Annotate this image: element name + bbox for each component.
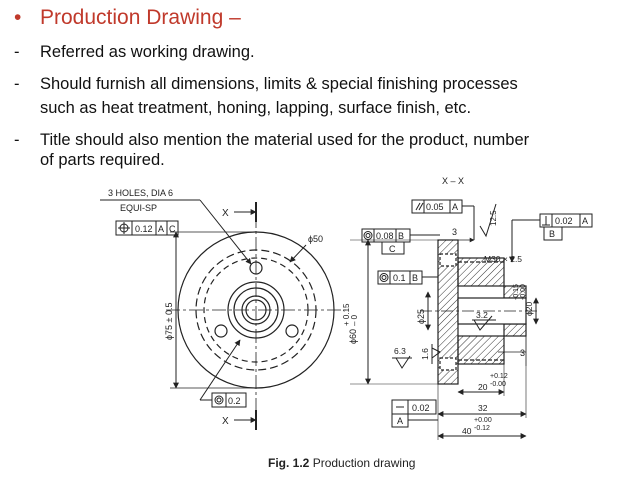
bullet-1-text: Referred as working drawing. bbox=[40, 43, 255, 61]
bullet-2-cont: such as heat treatment, honing, lapping,… bbox=[14, 96, 471, 120]
slide-title: • Production Drawing – bbox=[14, 6, 241, 30]
front-view bbox=[166, 214, 346, 420]
bullet-dash: - bbox=[14, 75, 20, 93]
dia60-label: ϕ60 bbox=[348, 329, 358, 344]
perp-tol: 0.02 bbox=[555, 216, 573, 226]
dia20-label: ϕ20 bbox=[524, 302, 534, 316]
position-fcf bbox=[115, 220, 179, 236]
par-tol: 0.05 bbox=[426, 202, 444, 212]
dim40-tol2: -0.12 bbox=[474, 425, 490, 432]
bullet-dash: - bbox=[14, 131, 20, 149]
bullet-3-line-2: of parts required. bbox=[40, 151, 165, 169]
conc-tol: 0.2 bbox=[228, 396, 241, 406]
perp-datum: B bbox=[549, 229, 555, 239]
section-label: X – X bbox=[442, 176, 464, 186]
hole-3 bbox=[285, 324, 299, 338]
rough-32: 3.2 bbox=[476, 310, 488, 320]
bullet-3: - Title should also mention the material … bbox=[14, 128, 529, 152]
par-ref: A bbox=[452, 202, 458, 212]
bullet-dash: - bbox=[14, 43, 20, 61]
fcf-pos-c: C bbox=[169, 224, 176, 234]
dia20-tol2: -0.00 bbox=[520, 284, 527, 300]
flat-tol: 0.02 bbox=[412, 403, 430, 413]
three-right: 3 bbox=[520, 348, 525, 358]
fcf-pos-a: A bbox=[158, 224, 164, 234]
runout-ref: B bbox=[398, 231, 404, 241]
figure-caption: Fig. 1.2 Production drawing bbox=[268, 456, 415, 470]
dia50-label: ϕ50 bbox=[308, 234, 323, 244]
hole-2 bbox=[214, 324, 228, 338]
title-bullet: • bbox=[14, 6, 22, 29]
rough-63: 6.3 bbox=[394, 346, 406, 356]
rough-16: 1.6 bbox=[420, 348, 430, 360]
dia20-tol: -0.15 bbox=[513, 284, 520, 300]
x-bottom-label: X bbox=[222, 416, 229, 427]
datum-a: A bbox=[397, 416, 403, 426]
bullet-3-cont: of parts required. bbox=[14, 148, 634, 172]
runout-tol: 0.08 bbox=[376, 231, 394, 241]
datum-c: C bbox=[389, 244, 396, 254]
dim40: 40 bbox=[462, 426, 472, 436]
perpendicularity-fcf bbox=[509, 213, 593, 263]
rough-125: 12.5 bbox=[489, 210, 498, 226]
three-top: 3 bbox=[452, 227, 457, 237]
fcf-pos-tol: 0.12 bbox=[135, 224, 153, 234]
dim20-tol: +0.12 bbox=[490, 373, 508, 380]
bullet-2-line-1: Should furnish all dimensions, limits & … bbox=[40, 75, 518, 93]
flatness-fcf bbox=[391, 399, 438, 428]
holes-note: 3 HOLES, DIA 6 bbox=[108, 188, 173, 198]
bullet-1: - Referred as working drawing. bbox=[14, 40, 255, 64]
bullet-2-line-2: such as heat treatment, honing, lapping,… bbox=[40, 99, 472, 117]
runout2-fcf bbox=[377, 270, 438, 285]
parallelism-fcf bbox=[411, 199, 475, 240]
dia25-label: ϕ25 bbox=[416, 309, 426, 324]
thread-label: M30 × 2.5 bbox=[484, 254, 522, 264]
dia60-tol2: – 0 bbox=[350, 314, 359, 326]
caption-text: Production drawing bbox=[312, 456, 416, 470]
concentricity-fcf bbox=[199, 339, 247, 408]
dim32: 32 bbox=[478, 403, 488, 413]
title-text: Production Drawing – bbox=[40, 6, 241, 29]
dia60-tol: + 0.15 bbox=[342, 303, 351, 326]
dim20: 20 bbox=[478, 382, 488, 392]
section-markers bbox=[234, 202, 257, 430]
runout2-ref: B bbox=[412, 273, 418, 283]
bullet-3-line-1: Title should also mention the material u… bbox=[40, 131, 530, 149]
perp-ref: A bbox=[582, 216, 588, 226]
bullet-2: - Should furnish all dimensions, limits &… bbox=[14, 72, 518, 96]
caption-fig: Fig. 1.2 bbox=[268, 456, 310, 470]
dim40-tol: +0.00 bbox=[474, 417, 492, 424]
runout2-tol: 0.1 bbox=[393, 273, 406, 283]
x-top-label: X bbox=[222, 208, 229, 219]
dim20-tol2: -0.00 bbox=[490, 381, 506, 388]
dia75-label: ϕ75 ± 0.5 bbox=[164, 302, 174, 340]
equi-sp-note: EQUI-SP bbox=[120, 203, 157, 213]
